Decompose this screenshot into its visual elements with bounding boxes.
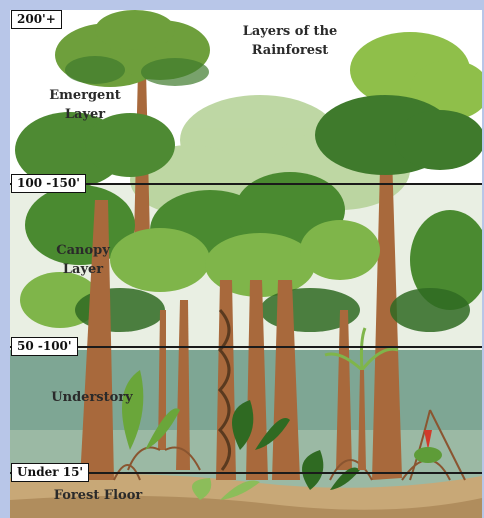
canopy-line-1: Canopy <box>38 241 128 260</box>
title-line-2: Rainforest <box>220 41 360 60</box>
height-tag-top: 200'+ <box>11 10 62 29</box>
understory-line-1: Understory <box>42 388 142 407</box>
height-tag-understory: Under 15' <box>11 463 89 482</box>
boundary-line-canopy <box>10 346 482 348</box>
label-emergent-layer: Emergent Layer <box>35 86 135 124</box>
height-tag-canopy: 50 -100' <box>11 337 78 356</box>
diagram-title: Layers of the Rainforest <box>220 22 360 60</box>
title-line-1: Layers of the <box>220 22 360 41</box>
emergent-line-1: Emergent <box>35 86 135 105</box>
label-understory: Understory <box>42 388 142 407</box>
rainforest-diagram: 200'+ 100 -150' 50 -100' Under 15' Layer… <box>10 10 482 518</box>
label-canopy-layer: Canopy Layer <box>38 241 128 279</box>
canopy-line-2: Layer <box>38 260 128 279</box>
emergent-line-2: Layer <box>35 105 135 124</box>
height-tag-emergent: 100 -150' <box>11 174 86 193</box>
forest-floor-line-1: Forest Floor <box>38 486 158 505</box>
label-forest-floor: Forest Floor <box>38 486 158 505</box>
